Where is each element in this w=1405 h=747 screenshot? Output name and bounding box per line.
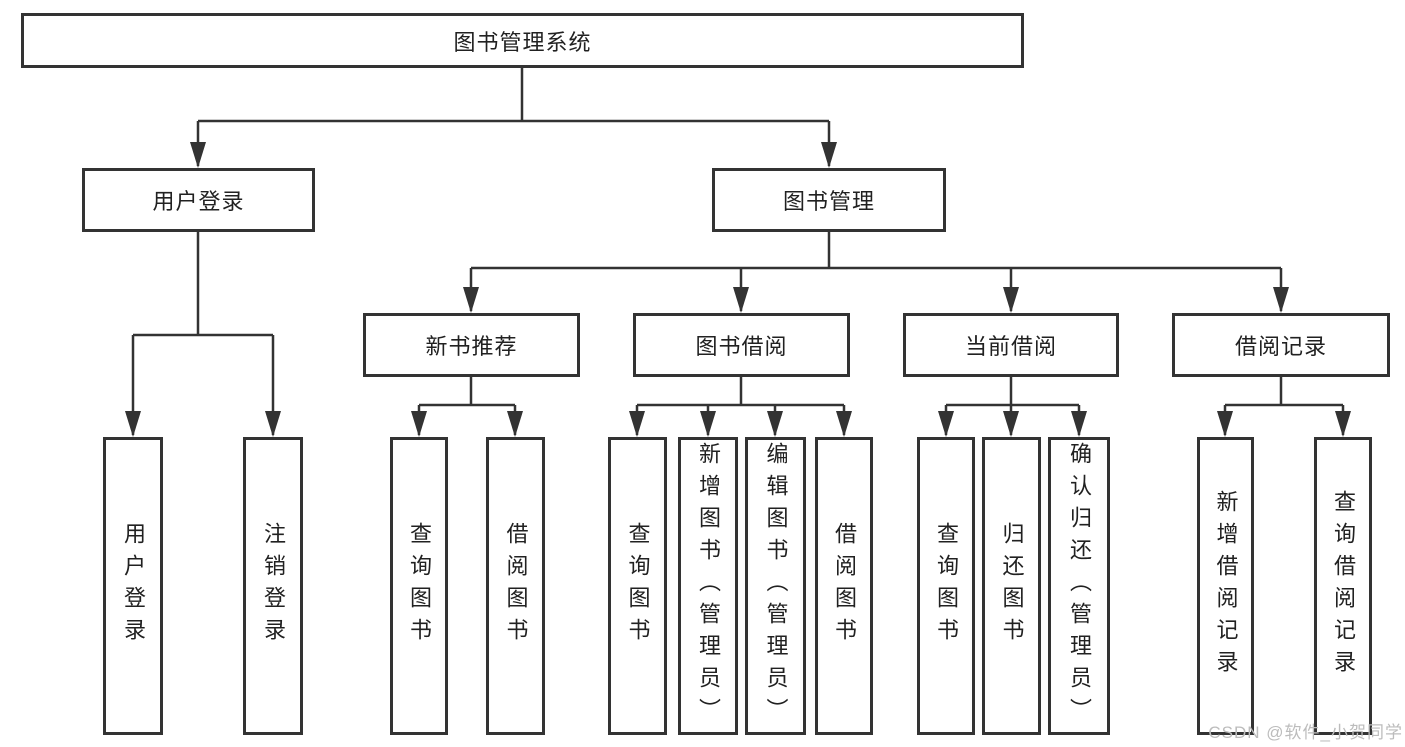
csdn-watermark: CSDN @软件_小贺同学 — [1208, 723, 1403, 742]
leaf-query-books-1: 查询图书 — [390, 437, 448, 735]
leaf-query-books-2: 查询图书 — [608, 437, 667, 735]
leaf-return-books: 归还图书 — [982, 437, 1041, 735]
leaf-borrow-books-1-label: 借阅图书 — [503, 522, 529, 650]
connector-borrowrecords-to-leaves — [1217, 377, 1351, 437]
leaf-borrow-books-1: 借阅图书 — [486, 437, 545, 735]
node-book-borrow-label: 图书借阅 — [695, 334, 788, 359]
leaf-query-books-3-label: 查询图书 — [934, 522, 959, 650]
leaf-add-borrow-record-label: 新增借阅记录 — [1213, 490, 1239, 682]
connector-newbook-to-leaves — [411, 377, 523, 437]
leaf-confirm-return-admin: 确认归还（管理员） — [1048, 437, 1110, 735]
leaf-edit-books-admin: 编辑图书（管理员） — [745, 437, 806, 735]
node-book-borrow: 图书借阅 — [633, 313, 850, 377]
node-current-borrow-label: 当前借阅 — [964, 334, 1057, 359]
node-root-system: 图书管理系统 — [21, 13, 1024, 68]
leaf-borrow-books-2: 借阅图书 — [815, 437, 873, 735]
leaf-logout: 注销登录 — [243, 437, 303, 735]
connector-currentborrow-to-leaves — [938, 377, 1087, 437]
leaf-add-books-admin: 新增图书（管理员） — [678, 437, 738, 735]
leaf-add-books-admin-label: 新增图书（管理员） — [696, 442, 721, 730]
leaf-user-login-label: 用户登录 — [121, 522, 146, 650]
leaf-return-books-label: 归还图书 — [999, 522, 1025, 650]
leaf-query-borrow-record-label: 查询借阅记录 — [1331, 490, 1356, 682]
connector-userlogin-to-leaves — [125, 232, 281, 437]
node-borrow-records-label: 借阅记录 — [1234, 334, 1327, 359]
leaf-user-login: 用户登录 — [103, 437, 163, 735]
leaf-confirm-return-admin-label: 确认归还（管理员） — [1067, 442, 1092, 730]
node-current-borrow: 当前借阅 — [903, 313, 1119, 377]
node-book-management: 图书管理 — [712, 168, 946, 232]
node-borrow-records: 借阅记录 — [1172, 313, 1390, 377]
leaf-query-borrow-record: 查询借阅记录 — [1314, 437, 1372, 735]
node-root-label: 图书管理系统 — [453, 29, 592, 55]
leaf-add-borrow-record: 新增借阅记录 — [1197, 437, 1254, 735]
leaf-query-books-2-label: 查询图书 — [625, 522, 651, 650]
connector-root-to-level2 — [190, 68, 837, 168]
leaf-borrow-books-2-label: 借阅图书 — [832, 522, 857, 650]
leaf-query-books-1-label: 查询图书 — [407, 522, 432, 650]
connector-bookborrow-to-leaves — [629, 377, 852, 437]
node-new-book-recommend: 新书推荐 — [363, 313, 580, 377]
node-user-login-label: 用户登录 — [152, 189, 245, 214]
node-book-management-label: 图书管理 — [782, 189, 875, 214]
node-new-book-recommend-label: 新书推荐 — [425, 334, 518, 359]
leaf-logout-label: 注销登录 — [261, 522, 286, 650]
connector-bookmgmt-to-level3 — [463, 232, 1289, 313]
leaf-query-books-3: 查询图书 — [917, 437, 975, 735]
node-user-login: 用户登录 — [82, 168, 315, 232]
leaf-edit-books-admin-label: 编辑图书（管理员） — [763, 442, 789, 730]
